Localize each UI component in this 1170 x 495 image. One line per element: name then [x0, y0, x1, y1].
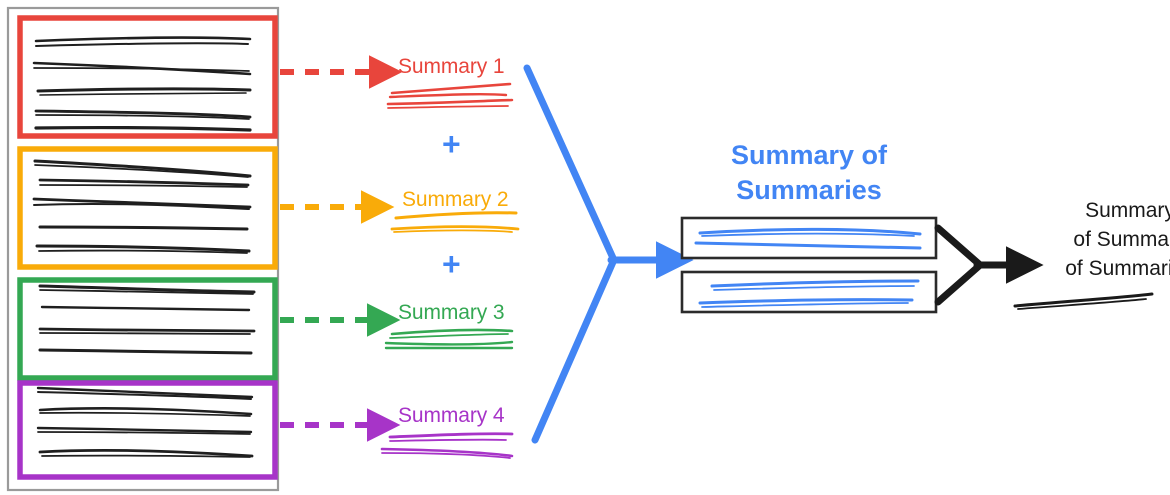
sos-box-2-lines: [698, 279, 920, 308]
dashed-connectors: [280, 55, 403, 442]
summary-1-label: Summary 1: [398, 55, 505, 78]
sos-box-1-lines: [694, 227, 922, 250]
source-group-4[interactable]: [17, 380, 278, 480]
source-group-1-text-lines: [32, 36, 252, 132]
converging-blue-arrow: [523, 64, 694, 444]
summary-of-summaries-title-line-2: Summaries: [736, 175, 882, 205]
source-group-3[interactable]: [17, 277, 278, 381]
converging-black-arrow: [934, 224, 1044, 306]
plus-sign-2: +: [442, 246, 461, 282]
source-group-1[interactable]: [17, 15, 278, 139]
summary-4-lines: [380, 432, 514, 459]
source-group-2-text-lines: [32, 159, 252, 254]
final-output-title-line-2: of Summary: [1073, 228, 1170, 251]
summary-2-lines: [390, 211, 520, 233]
plus-sign-1: +: [442, 126, 461, 162]
summary-2-label: Summary 2: [402, 188, 509, 211]
summary-1-lines: [386, 82, 514, 109]
source-group-2[interactable]: [17, 146, 278, 270]
summary-of-summaries-title-line-1: Summary of: [730, 140, 888, 170]
summary-4-label: Summary 4: [398, 404, 505, 427]
source-group-4-text-lines: [36, 386, 254, 458]
final-output-title-line-1: Summary: [1085, 199, 1170, 222]
sos-box-1[interactable]: [680, 216, 938, 260]
sos-box-2[interactable]: [680, 270, 938, 314]
summary-3-label: Summary 3: [398, 301, 505, 324]
final-output-line: [1013, 292, 1154, 310]
source-group-3-text-lines: [38, 284, 256, 355]
final-output-title-line-3: of Summaries: [1065, 257, 1170, 280]
summary-3-lines: [384, 328, 514, 350]
